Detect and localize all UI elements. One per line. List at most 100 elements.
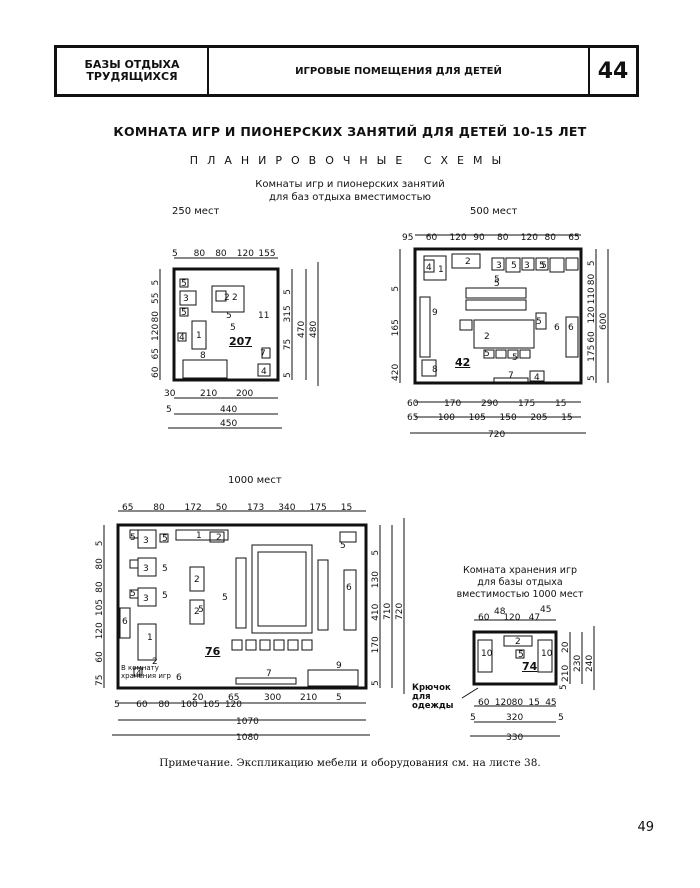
p1000-right-dim-1: 130 (371, 571, 381, 588)
p250-left-dim-2: 80 (151, 311, 161, 323)
storage-right-dim-1: 210 (561, 665, 571, 682)
storage-top-dim-4: 45 (540, 605, 551, 615)
p500-bottom-dim-b-4: 205 (530, 413, 547, 423)
plan-1000-label: 1000 мест (228, 475, 282, 486)
p500-furniture-12: 6 (568, 323, 574, 333)
p500-right-dim-3: 120 (587, 306, 597, 323)
p1000-top-dim-7: 15 (341, 503, 352, 513)
p1000-furniture-2: 5 (130, 533, 136, 543)
p250-left-dim-5: 60 (151, 366, 161, 378)
p250-bottom-dim-4: 440 (220, 405, 237, 415)
p1000-bottom-dim-b-0: 20 (192, 693, 204, 703)
p250-right-dim-2: 75 (283, 339, 293, 350)
p1000-right-dim-3: 170 (371, 636, 381, 653)
p1000-left-dim-3: 105 (95, 599, 105, 616)
plan-1000-area: 76 (205, 645, 221, 658)
p1000-top-dim-2: 172 (185, 503, 202, 513)
storage-bottom-dim-0: 60 (478, 698, 490, 708)
p500-left-dim-1: 165 (391, 319, 401, 336)
p1000-left-dim-4: 120 (95, 622, 105, 639)
p500-furniture-14: 5 (484, 349, 490, 359)
p500-furniture-7: 5 (539, 261, 545, 271)
p500-bottom-dim-b-1: 100 (438, 413, 455, 423)
sheet-header: БАЗЫ ОТДЫХА ТРУДЯЩИХСЯ ИГРОВЫЕ ПОМЕЩЕНИЯ… (54, 45, 639, 97)
plan-storage (461, 619, 595, 737)
p250-furniture-9: 5 (230, 323, 236, 333)
p1000-furniture-16: 2 (152, 657, 158, 667)
p250-left-dim-4: 65 (151, 348, 161, 359)
hook-label-1: Крючок (412, 683, 451, 693)
p1000-right-dim-6: 720 (395, 603, 405, 620)
p1000-right-dim-0: 5 (371, 550, 381, 556)
p250-right-dim-3: 5 (283, 372, 293, 378)
p500-furniture-17: 6 (554, 323, 560, 333)
plan-250-label: 250 мест (172, 206, 220, 217)
p1000-left-dim-5: 60 (95, 651, 105, 663)
sheet-number: 44 (597, 58, 629, 84)
plan-500 (399, 234, 609, 434)
p1000-furniture-15: 1 (147, 633, 153, 643)
p500-furniture-3: 5 (494, 275, 500, 285)
p1000-bottom-dim-11: 1070 (236, 717, 259, 727)
p1000-right-dim-5: 710 (383, 603, 393, 620)
p250-left-dim-1: 55 (151, 293, 161, 304)
p1000-furniture-14: 6 (346, 583, 352, 593)
p1000-furniture-11: 2 (194, 607, 200, 617)
p500-right-dim-0: 5 (587, 260, 597, 266)
p250-furniture-0: 5 (181, 279, 187, 289)
p500-right-dim-5: 175 (587, 345, 597, 362)
p1000-left-dim-1: 80 (95, 558, 105, 570)
p500-bottom-dim-2: 290 (481, 399, 498, 409)
storage-furniture-2: 5 (518, 650, 524, 660)
p1000-furniture-12: 5 (222, 593, 228, 603)
p1000-left-dim-0: 5 (95, 541, 105, 547)
p500-top-dim-6: 80 (545, 233, 557, 243)
p500-left-dim-0: 5 (391, 286, 401, 292)
hook-label-3: одежды (412, 701, 454, 711)
p1000-furniture-3: 3 (143, 536, 149, 546)
p250-top-dim-4: 155 (258, 249, 275, 259)
p1000-furniture-18: 4 (136, 669, 142, 679)
p1000-right-dim-2: 410 (371, 603, 381, 620)
plan-250-area: 207 (229, 335, 252, 348)
p500-furniture-10: 5 (494, 279, 500, 289)
p250-furniture-2: 2 (224, 293, 230, 303)
p500-furniture-16: 5 (512, 353, 518, 363)
p1000-bottom-dim-5: 120 (225, 700, 242, 710)
p1000-furniture-22: 5 (340, 541, 346, 551)
header-left-line2: ТРУДЯЩИХСЯ (86, 70, 178, 83)
p500-furniture-18: 7 (508, 371, 514, 381)
p500-bottom-dim-b-2: 105 (469, 413, 486, 423)
p1000-top-dim-4: 173 (247, 503, 264, 513)
p500-bottom-dim-4: 15 (555, 399, 566, 409)
p500-furniture-9: 9 (432, 308, 438, 318)
storage-bottom-dim-6: 320 (506, 713, 523, 723)
p250-bottom-dim-5: 450 (220, 419, 237, 429)
p1000-bottom-dim-2: 80 (158, 700, 170, 710)
p500-top-dim-1: 60 (426, 233, 438, 243)
plan-1000 (103, 510, 405, 736)
plans-caption: Комнаты игр и пионерских занятий для баз… (200, 178, 500, 204)
p1000-furniture-19: 6 (176, 673, 182, 683)
p250-furniture-4: 2 (232, 293, 238, 303)
p250-furniture-7: 4 (179, 333, 185, 343)
p250-furniture-11: 7 (260, 349, 266, 359)
p500-furniture-4: 3 (496, 261, 502, 271)
p250-top-dim-0: 5 (172, 249, 178, 259)
p250-top-dim-2: 80 (215, 249, 227, 259)
p1000-top-dim-1: 80 (153, 503, 165, 513)
storage-bottom-dim-4: 45 (545, 698, 556, 708)
p500-right-dim-2: 110 (587, 287, 597, 304)
p500-top-dim-3: 90 (473, 233, 485, 243)
storage-right-dim-0: 20 (561, 641, 571, 653)
p250-furniture-1: 3 (183, 294, 189, 304)
p500-bottom-dim-11: 720 (488, 430, 505, 440)
p500-right-dim-4: 60 (587, 331, 597, 343)
storage-bottom-dim-2: 80 (512, 698, 524, 708)
p500-top-dim-4: 80 (497, 233, 509, 243)
footnote: Примечание. Экспликацию мебели и оборудо… (159, 757, 541, 769)
storage-right-dim-2: 230 (573, 655, 583, 672)
p500-bottom-dim-b-0: 65 (407, 413, 418, 423)
p250-top-dim-1: 80 (194, 249, 206, 259)
